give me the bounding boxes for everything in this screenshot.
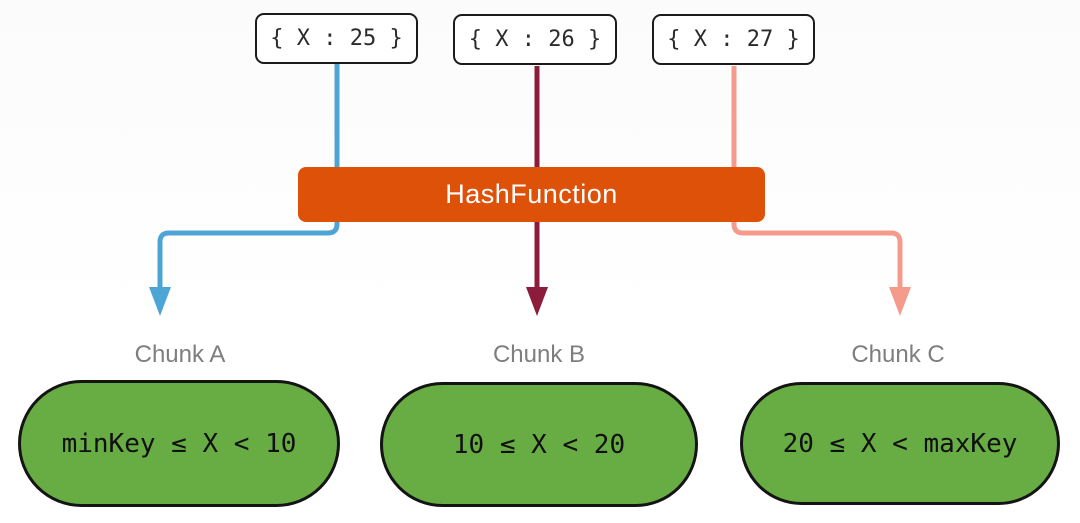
chunk-c-range-shape: 20 ≤ X < maxKey <box>740 382 1060 505</box>
chunk-a-range-shape: minKey ≤ X < 10 <box>18 380 340 507</box>
shard-key-document-26: { X : 26 } <box>453 14 617 65</box>
chunk-a-range-label: minKey ≤ X < 10 <box>61 428 297 459</box>
arrowhead-chunk-a-icon <box>149 287 171 316</box>
document-27-label: { X : 27 } <box>667 27 800 52</box>
document-26-label: { X : 26 } <box>468 27 602 52</box>
chunk-c-range-label: 20 ≤ X < maxKey <box>782 428 1018 459</box>
document-25-label: { X : 25 } <box>270 26 403 51</box>
arrowhead-chunk-c-icon <box>889 287 911 316</box>
hash-function-label: HashFunction <box>445 179 618 209</box>
chunk-b-range-label: 10 ≤ X < 20 <box>452 429 626 460</box>
connector-doc27-line <box>731 66 903 289</box>
chunk-a-title: Chunk A <box>134 341 226 368</box>
chunk-b-title: Chunk B <box>492 341 586 368</box>
connector-doc25-line <box>157 64 340 289</box>
chunk-b-range-shape: 10 ≤ X < 20 <box>380 382 698 507</box>
chunk-c-title: Chunk C <box>851 341 945 368</box>
hash-function-bar: HashFunction <box>298 167 765 222</box>
shard-key-document-27: { X : 27 } <box>652 14 815 65</box>
shard-key-document-25: { X : 25 } <box>255 13 418 64</box>
arrowhead-chunk-b-icon <box>526 287 548 316</box>
